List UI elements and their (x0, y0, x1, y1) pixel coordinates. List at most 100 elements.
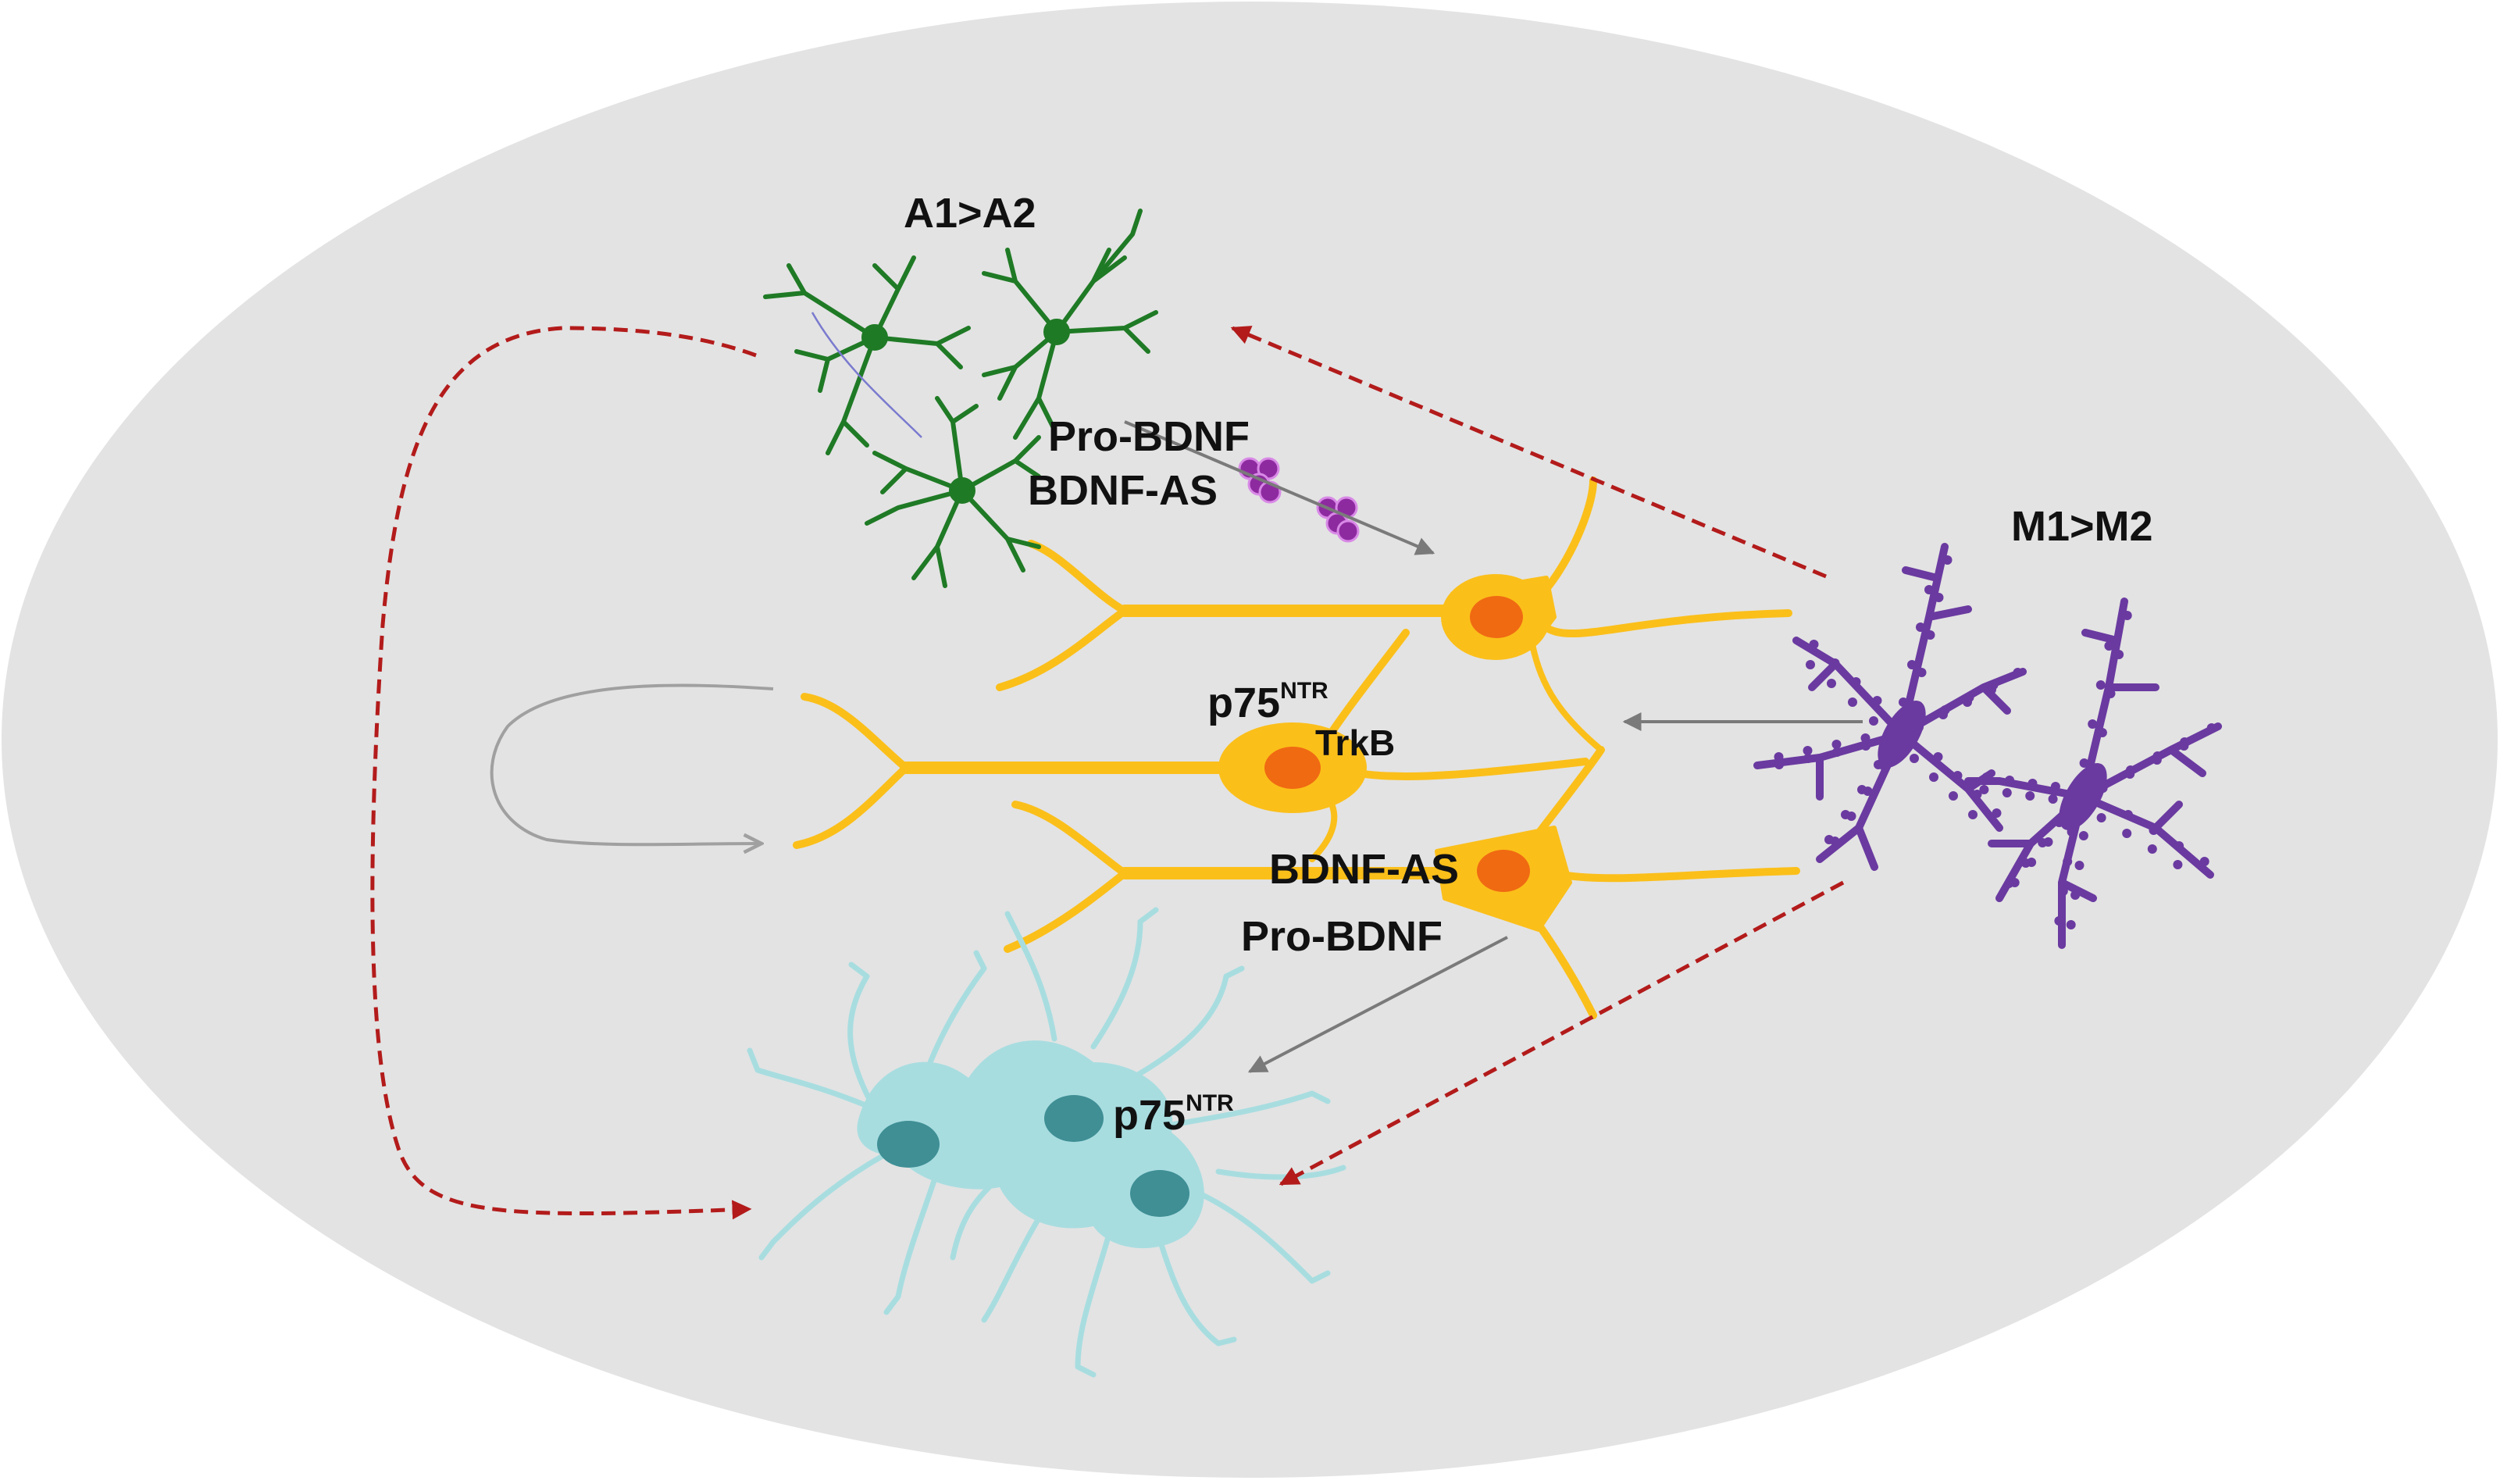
microglia-state-label: M1>M2 (2011, 503, 2153, 550)
astrocyte-to-oligodendrocyte-dashed-arrow (370, 326, 757, 1220)
microglia-spine (2002, 788, 2012, 797)
microglia-spine (2179, 741, 2189, 751)
microglia-spine (2173, 860, 2183, 869)
neuron-to-oligodendrocyte-arrow (1247, 936, 1508, 1073)
neuron-group-icon (793, 476, 1800, 1019)
microglia-spine (2125, 769, 2135, 779)
astrocyte-state-label: A1>A2 (904, 190, 1036, 237)
astrocyte-process-thin (811, 312, 922, 438)
oligodendrocyte-nucleus (1044, 1095, 1104, 1142)
microglia-spine (2066, 920, 2076, 929)
microglia-spine (2013, 668, 2023, 677)
microglia-spine (1992, 808, 2002, 818)
microglia-spine (2027, 779, 2038, 788)
microglia-spine (2078, 831, 2088, 840)
microglia-spine (1925, 630, 1935, 640)
oligodendrocyte-nucleus (1130, 1170, 1189, 1217)
microglia-spine (1860, 733, 1871, 743)
microglia-spine (2114, 650, 2124, 659)
astrocyte-cell (982, 209, 1158, 440)
microglia-spine (2152, 755, 2162, 765)
microglia-spine (1910, 754, 1919, 763)
microglia-spine (2060, 817, 2070, 826)
microglia-spine (2048, 794, 2058, 804)
microglia-spine (1869, 716, 1878, 726)
microglia-spine (1933, 752, 1943, 762)
microglia-spine (1953, 771, 1963, 780)
oligodendrocyte-nucleus (877, 1121, 940, 1168)
astrocyte-pro-bdnf-label: Pro-BDNF (1048, 413, 1250, 460)
microglia-spine (1774, 752, 1784, 762)
microglia-spine (1830, 658, 1840, 668)
astrocyte-bdnf-as-label: BDNF-AS (1028, 467, 1218, 514)
astrocyte-cluster-icon (763, 209, 1158, 588)
microglia-spine (2149, 826, 2159, 835)
microglia-spine (1942, 555, 1953, 565)
neuron-trkb-label: TrkB (1315, 722, 1396, 763)
microglia-spine (2104, 641, 2114, 651)
microglia-spine (2067, 827, 2077, 837)
microglia-spine (2010, 878, 2020, 887)
microglia-spine (2122, 829, 2132, 838)
microglia-spine (1899, 697, 1908, 707)
microglia-spine (2043, 837, 2053, 847)
microglia-spine (1972, 790, 1982, 799)
microglia-spine (1934, 593, 1944, 602)
astrocyte-to-neuron-arrow (1124, 420, 1435, 555)
oligodendrocyte-body (857, 1040, 1204, 1249)
microglia-spine (2074, 861, 2085, 870)
microglia-spine (2079, 758, 2089, 768)
neuron-bdnf-as-label: BDNF-AS (1269, 846, 1459, 893)
microglia-spine (1924, 585, 1934, 594)
microglia-spine (2054, 916, 2064, 926)
microglia-spine (2063, 857, 2073, 866)
oligodendrocyte-cluster-icon (747, 907, 1346, 1378)
microglia-spine (1827, 679, 1836, 688)
microglia-spine (1863, 787, 1873, 796)
microglia-spine (1803, 754, 1813, 763)
microglia-spine (2025, 791, 2035, 801)
microglia-spine (1979, 785, 1989, 794)
microglia-spine (2122, 611, 2132, 620)
microglia-spines (1774, 555, 2216, 929)
astrocyte-cell (763, 255, 971, 455)
microglia-spine (1830, 837, 1840, 846)
microglia-spine (1831, 740, 1842, 749)
microglia-spine (2199, 857, 2209, 866)
microglia-spine (1851, 677, 1861, 687)
microglia-spine (1963, 697, 1972, 707)
oligodendrocyte-p75-text: p75 (1113, 1092, 1186, 1139)
microglia-spine (2098, 783, 2108, 793)
microglia-spine (1861, 741, 1871, 751)
neuron-p75-text: p75 (1207, 680, 1281, 726)
neuron-middle (793, 629, 1589, 862)
microglia-to-oligodendrocyte-dashed-arrow (1279, 880, 1845, 1186)
microglia-spine (1929, 772, 1938, 782)
neuron-p75-label: p75NTR (1207, 680, 1328, 726)
neuron-nucleus (1477, 850, 1530, 892)
microglia-spine (2058, 886, 2068, 896)
microglia-spine (2088, 719, 2098, 729)
neuron-nucleus (1470, 596, 1523, 638)
microglia-spine (1774, 760, 1784, 769)
neuron-bottom (1004, 746, 1800, 1019)
microglia-spine (1803, 746, 1813, 755)
microglia-spine (1809, 640, 1819, 649)
microglia-spine (2174, 841, 2184, 851)
microglia-spine (1938, 710, 1948, 719)
microglia-spine (2027, 858, 2037, 867)
oligodendrocyte-p75-label: p75NTR (1113, 1090, 1234, 1139)
microglia-spine (2005, 776, 2015, 785)
neuron-top (996, 476, 1792, 753)
microglia-to-astrocyte-dashed-arrow (1230, 326, 1827, 579)
microglia-spine (2095, 680, 2106, 690)
microglia-spine (2147, 844, 2157, 854)
microglia-spine (1907, 660, 1917, 669)
oligodendrocyte-p75-superscript: NTR (1186, 1090, 1234, 1116)
microglia-spine (1806, 660, 1815, 669)
microglia-spine (1916, 622, 1925, 632)
microglia-spine (1914, 722, 1924, 732)
microglia-spine (1848, 697, 1857, 707)
